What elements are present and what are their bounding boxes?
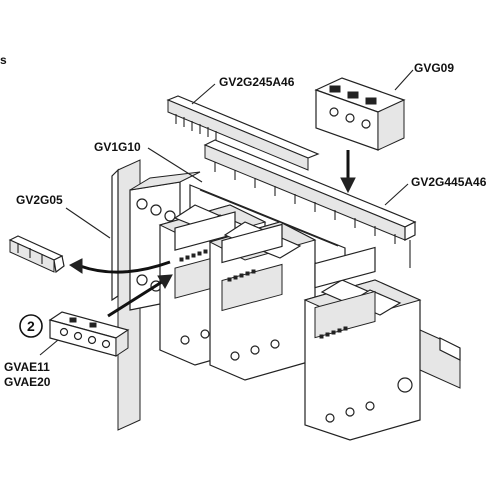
edge-text-fragment: s	[0, 53, 7, 67]
attach-arrow	[107, 274, 173, 318]
label-aux-contact-1: GVAE11	[4, 360, 50, 374]
label-terminal-block: GVG09	[414, 61, 454, 75]
breaker-module-3	[303, 246, 422, 441]
step-number-badge	[19, 314, 43, 338]
breaker-module-2	[208, 221, 317, 381]
insert-arrow-down	[340, 150, 356, 194]
end-cover	[8, 235, 65, 274]
leader-lines	[39, 69, 414, 356]
step-number-text: 2	[27, 318, 35, 334]
label-busbar-small: GV2G245A46	[219, 75, 295, 89]
label-end-cover: GV2G05	[16, 193, 63, 207]
remove-arrow	[69, 258, 171, 274]
auxiliary-contact-block	[48, 311, 130, 357]
label-aux-contact-2: GVAE20	[4, 375, 51, 389]
din-rail-right	[419, 329, 461, 389]
busbar-large	[203, 139, 417, 268]
terminal-block	[314, 77, 406, 151]
label-busbar-large: GV2G445A46	[411, 175, 487, 189]
label-insulator: GV1G10	[94, 140, 141, 154]
busbar-small	[166, 95, 320, 171]
